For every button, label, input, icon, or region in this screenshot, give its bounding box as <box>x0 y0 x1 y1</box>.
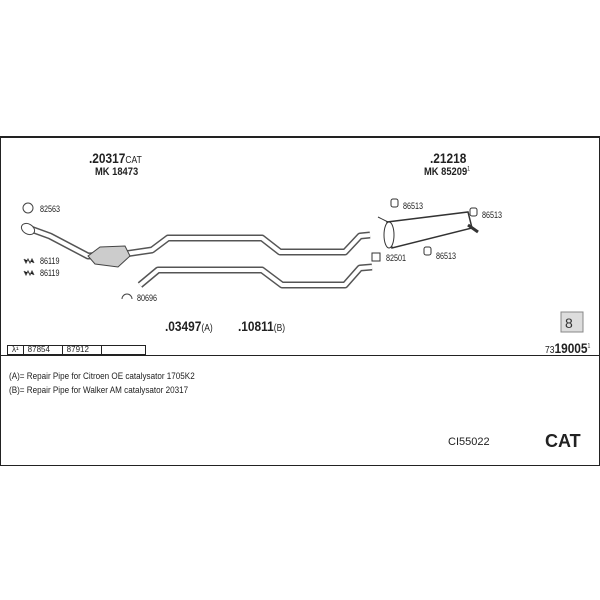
rear-mk: MK 852091 <box>424 166 470 178</box>
repair-pipe <box>137 263 373 289</box>
diagram-type: CAT <box>545 431 581 451</box>
lambda-cell: 87854 <box>22 345 63 355</box>
front-pipe <box>26 224 371 260</box>
lambda-cell <box>100 345 146 355</box>
divider <box>0 355 600 356</box>
repair-b: .10811(B) <box>238 318 286 334</box>
repair-a: .03497(A) <box>165 318 213 334</box>
diagram-code: CI55022 <box>448 436 490 448</box>
clamp-icon <box>121 293 133 300</box>
label-rubber: 86513 <box>482 210 503 220</box>
catalyst <box>87 245 131 268</box>
label-clamp: 80696 <box>137 293 158 303</box>
lambda-table: λ¹ 87854 87912 <box>7 345 146 355</box>
label-spring: 86119 <box>40 268 60 278</box>
flange <box>20 222 36 236</box>
rear-part-number: .21218 <box>430 150 467 166</box>
lambda-cell: 87912 <box>61 345 102 355</box>
label-clamp2: 82501 <box>386 253 407 263</box>
label-rubber: 86513 <box>436 251 457 261</box>
gasket-icon <box>22 202 34 214</box>
lambda-symbol: λ¹ <box>7 345 24 355</box>
rubber-mount-icon <box>390 198 478 256</box>
spring-icon <box>23 257 35 277</box>
note-b: (B)= Repair Pipe for Walker AM catalysat… <box>9 385 189 395</box>
clamp2-icon <box>371 252 381 262</box>
svg-text:8: 8 <box>565 315 573 331</box>
label-spring: 86119 <box>40 256 60 266</box>
kit-number: 73190051 <box>545 340 591 356</box>
cat-part-number: .20317CAT <box>89 150 142 166</box>
label-gasket: 82563 <box>40 204 61 214</box>
kit-icon: 8 <box>560 311 584 333</box>
cat-mk: MK 18473 <box>95 166 139 178</box>
note-a: (A)= Repair Pipe for Citroen OE catalysa… <box>9 371 195 381</box>
muffler <box>377 211 479 249</box>
label-rubber: 86513 <box>403 201 424 211</box>
